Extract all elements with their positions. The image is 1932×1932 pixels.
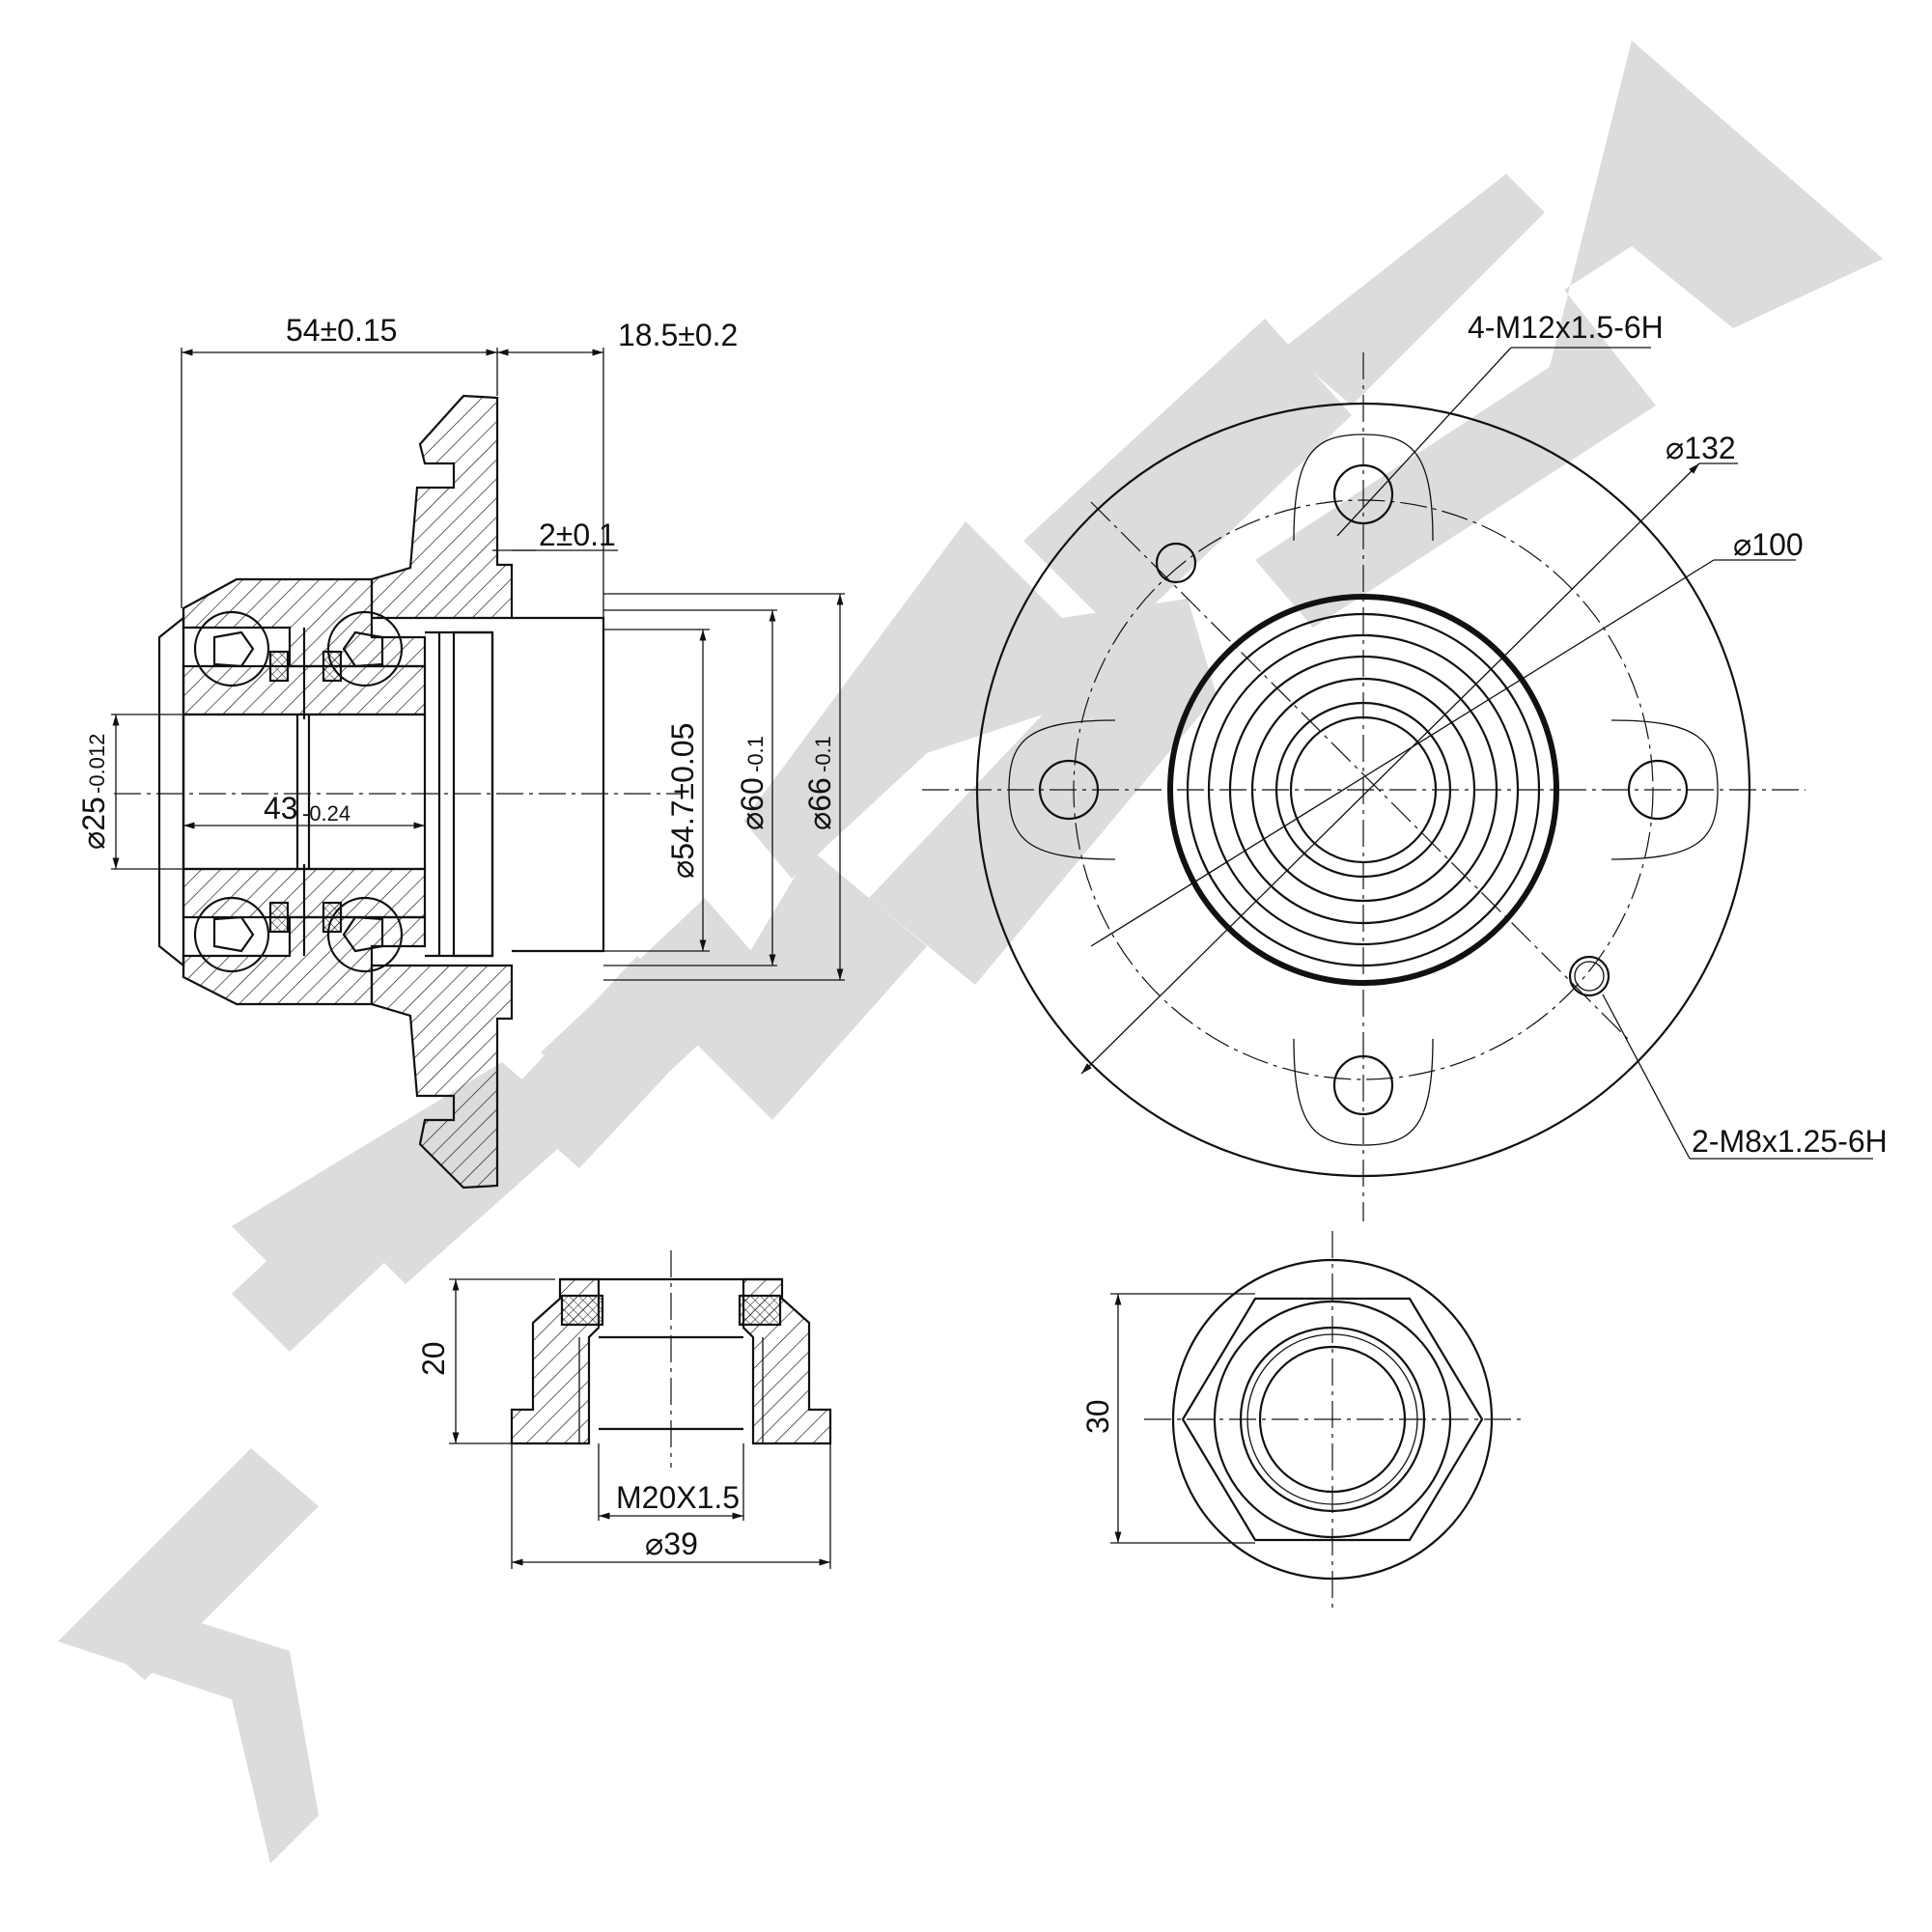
dim-dia-60-value: 60 [735, 777, 770, 812]
dim-nut-thread: M20X1.5 [616, 1480, 740, 1515]
dim-nut-hex-30: 30 [1080, 1399, 1115, 1434]
hub-section-view [114, 394, 681, 1190]
diameter-symbol: ⌀ [1666, 431, 1684, 465]
dim-width-43-tol: -0.24 [302, 801, 350, 826]
nut-front-view [1144, 1231, 1521, 1608]
nut-section-view [510, 1250, 832, 1468]
diameter-symbol: ⌀ [645, 1526, 663, 1561]
dim-dia-60: ⌀60 -0.1 [735, 736, 770, 830]
dim-width-18-5: 18.5±0.2 [618, 318, 738, 352]
dim-bore-25: ⌀25 -0.012 [76, 734, 111, 850]
dim-dia-60-tol: -0.1 [743, 736, 768, 772]
dim-dia-66-value: 66 [802, 777, 837, 812]
nut-dimensions [449, 1278, 831, 1569]
hub-dimensions [111, 348, 845, 981]
dim-dia-100: ⌀100 [1733, 527, 1804, 562]
dim-dia-54-7-value: 54.7±0.05 [665, 723, 700, 860]
dim-dia-66-tol: -0.1 [811, 736, 835, 772]
svg-text:⌀54.7±0.05: ⌀54.7±0.05 [665, 723, 700, 879]
svg-text:30: 30 [1080, 1399, 1115, 1434]
dim-bore-25-tol: -0.012 [85, 734, 109, 794]
svg-text:⌀25: ⌀25 [76, 797, 111, 850]
diameter-symbol: ⌀ [665, 860, 700, 879]
dim-dia-100-value: 100 [1751, 527, 1803, 562]
bearing-lower [182, 864, 427, 973]
dim-width-54: 54±0.15 [286, 313, 397, 348]
dim-dia-66: ⌀66 -0.1 [802, 736, 837, 830]
diameter-symbol: ⌀ [1733, 527, 1751, 562]
svg-text:⌀60: ⌀60 [735, 777, 770, 830]
diameter-symbol: ⌀ [802, 812, 837, 830]
m8-hole-lower [1568, 955, 1610, 997]
dim-pcd-132-value: 132 [1684, 431, 1735, 465]
dim-gap-2: 2±0.1 [539, 518, 616, 552]
dim-nut-dia-39-value: 39 [663, 1526, 698, 1561]
svg-text:⌀66: ⌀66 [802, 777, 837, 830]
dim-bore-25-value: 25 [76, 797, 111, 831]
dim-nut-height-20: 20 [416, 1341, 451, 1376]
svg-text:20: 20 [416, 1341, 451, 1376]
bearing-upper [182, 610, 427, 719]
dim-thread-m12: 4-M12x1.5-6H [1468, 310, 1664, 345]
nut-hex-dimension [1110, 1293, 1255, 1544]
dim-thread-m8: 2-M8x1.25-6H [1692, 1124, 1888, 1159]
dim-dia-54-7: ⌀54.7±0.05 [665, 723, 700, 879]
diameter-symbol: ⌀ [76, 831, 111, 850]
dim-nut-dia-39: ⌀39 [645, 1526, 698, 1561]
dim-width-43: 43 [264, 791, 298, 826]
flange-front-view [922, 347, 1873, 1221]
dim-pcd-132: ⌀132 [1666, 431, 1736, 465]
diameter-symbol: ⌀ [735, 812, 770, 830]
